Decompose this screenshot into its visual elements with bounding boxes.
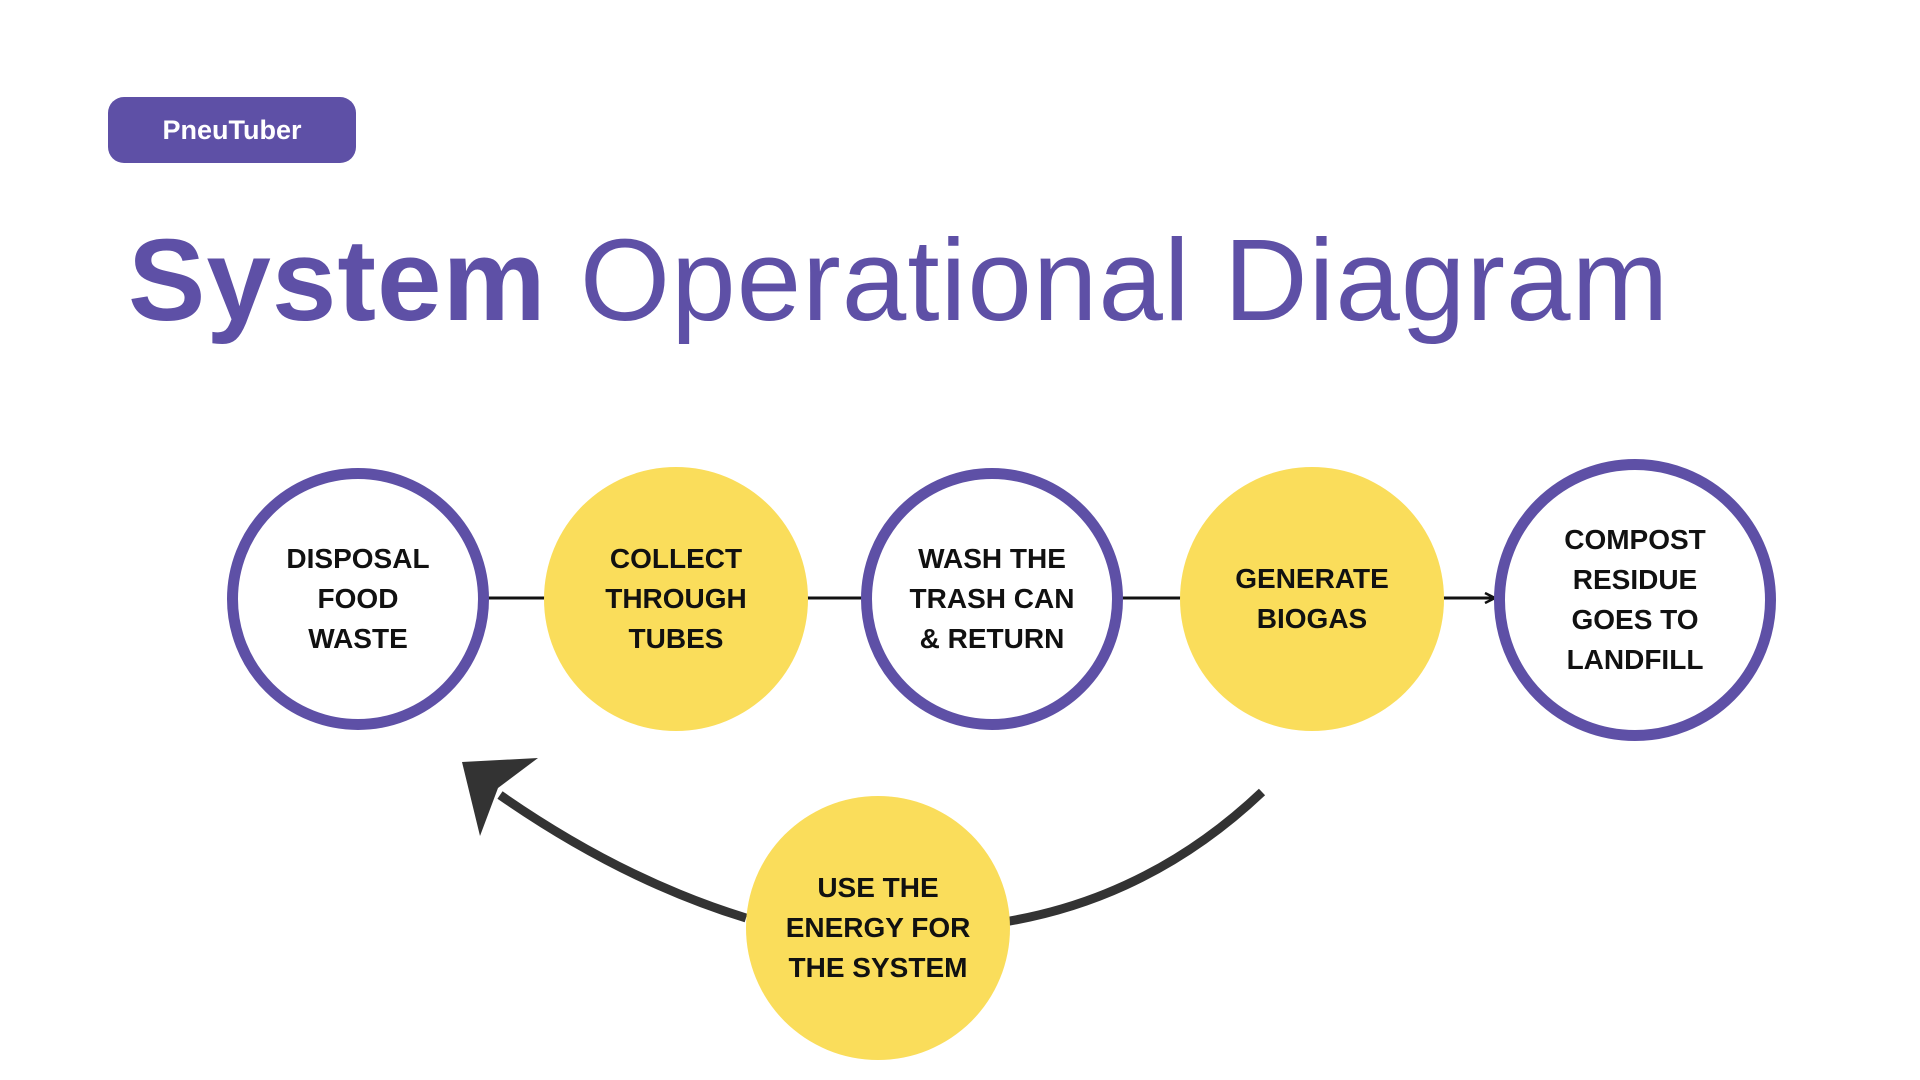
node-label-disposal: DISPOSAL FOOD WASTE — [286, 543, 430, 654]
node-compost-residue: COMPOST RESIDUE GOES TO LANDFILL — [1494, 459, 1776, 741]
node-use-energy: USE THE ENERGY FOR THE SYSTEM — [746, 796, 1010, 1060]
node-disposal-food-waste: DISPOSAL FOOD WASTE — [227, 468, 489, 730]
brand-badge: PneuTuber — [108, 97, 356, 163]
node-label-energy: USE THE ENERGY FOR THE SYSTEM — [785, 872, 971, 983]
node-collect-through-tubes: COLLECT THROUGH TUBES — [544, 467, 808, 731]
title-strong: System — [128, 215, 547, 345]
page-title: System Operational Diagram — [128, 222, 1669, 338]
feedback-arrowhead — [462, 758, 538, 836]
node-label-wash: WASH THE TRASH CAN & RETURN — [909, 543, 1075, 654]
feedback-arrow-left-segment — [497, 791, 748, 923]
node-label-collect: COLLECT THROUGH TUBES — [605, 543, 747, 654]
node-label-compost: COMPOST RESIDUE GOES TO LANDFILL — [1564, 524, 1706, 675]
node-generate-biogas: GENERATE BIOGAS — [1180, 467, 1444, 731]
brand-label: PneuTuber — [162, 114, 302, 145]
feedback-arrow-right-segment — [1003, 788, 1266, 927]
title-light: Operational Diagram — [579, 215, 1670, 345]
node-wash-trash-can: WASH THE TRASH CAN & RETURN — [861, 468, 1123, 730]
node-label-biogas: GENERATE BIOGAS — [1235, 563, 1389, 634]
